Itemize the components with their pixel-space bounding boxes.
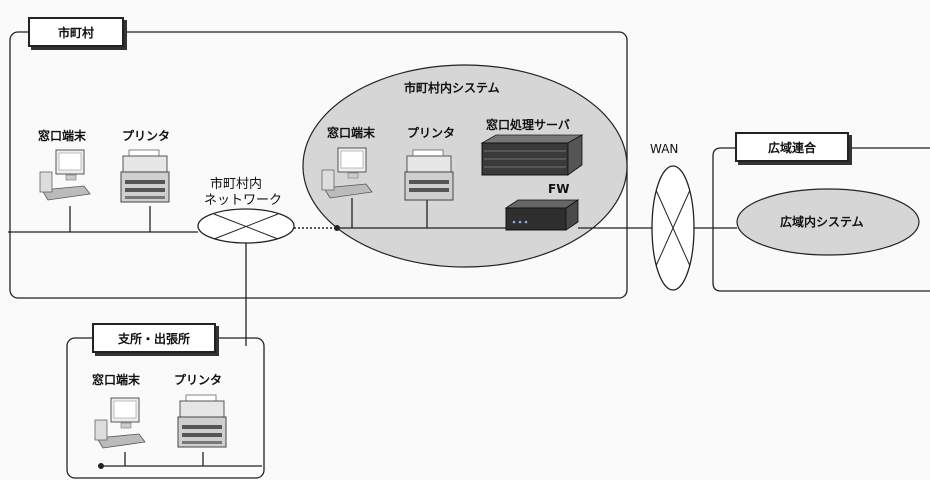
branch-label: 支所・出張所	[92, 323, 216, 353]
internal-terminal-label: 窓口端末	[327, 126, 376, 140]
wan-label: WAN	[650, 142, 679, 156]
server-label: 窓口処理サーバ	[486, 118, 570, 132]
wide-area-boundary	[712, 147, 930, 292]
branch-label-text: 支所・出張所	[117, 331, 190, 346]
printer-icon	[120, 149, 170, 203]
terminal-icon	[39, 149, 91, 201]
internal-printer-icon	[404, 149, 454, 201]
wide-area-system-label: 広域内システム	[780, 215, 864, 229]
branch-lan-node	[98, 463, 104, 469]
branch-boundary	[66, 337, 265, 479]
wide-area-label: 広域連合	[735, 132, 849, 162]
internal-system-title: 市町村内システム	[404, 81, 500, 95]
branch-printer-label: プリンタ	[174, 373, 223, 387]
internal-terminal-icon	[321, 147, 373, 199]
firewall-icon	[504, 199, 580, 231]
fw-label: FW	[548, 182, 570, 196]
printer-label: プリンタ	[122, 129, 171, 143]
terminal-label: 窓口端末	[38, 129, 87, 143]
wide-area-label-text: 広域連合	[767, 140, 816, 155]
branch-terminal-icon	[94, 397, 146, 449]
internal-lan-node	[334, 225, 340, 231]
wan-cross-b	[655, 189, 691, 267]
wide-area-system-ellipse	[736, 188, 920, 256]
municipality-label-text: 市町村	[57, 25, 94, 40]
server-icon	[480, 134, 584, 176]
municipality-label: 市町村	[28, 17, 124, 47]
network-label-line1: 市町村内	[210, 177, 263, 192]
network-label-line2: ネットワーク	[204, 193, 283, 208]
branch-printer-icon	[177, 394, 227, 448]
internal-printer-label: プリンタ	[407, 126, 456, 140]
branch-terminal-label: 窓口端末	[92, 373, 141, 387]
network-cross-b	[213, 213, 279, 240]
